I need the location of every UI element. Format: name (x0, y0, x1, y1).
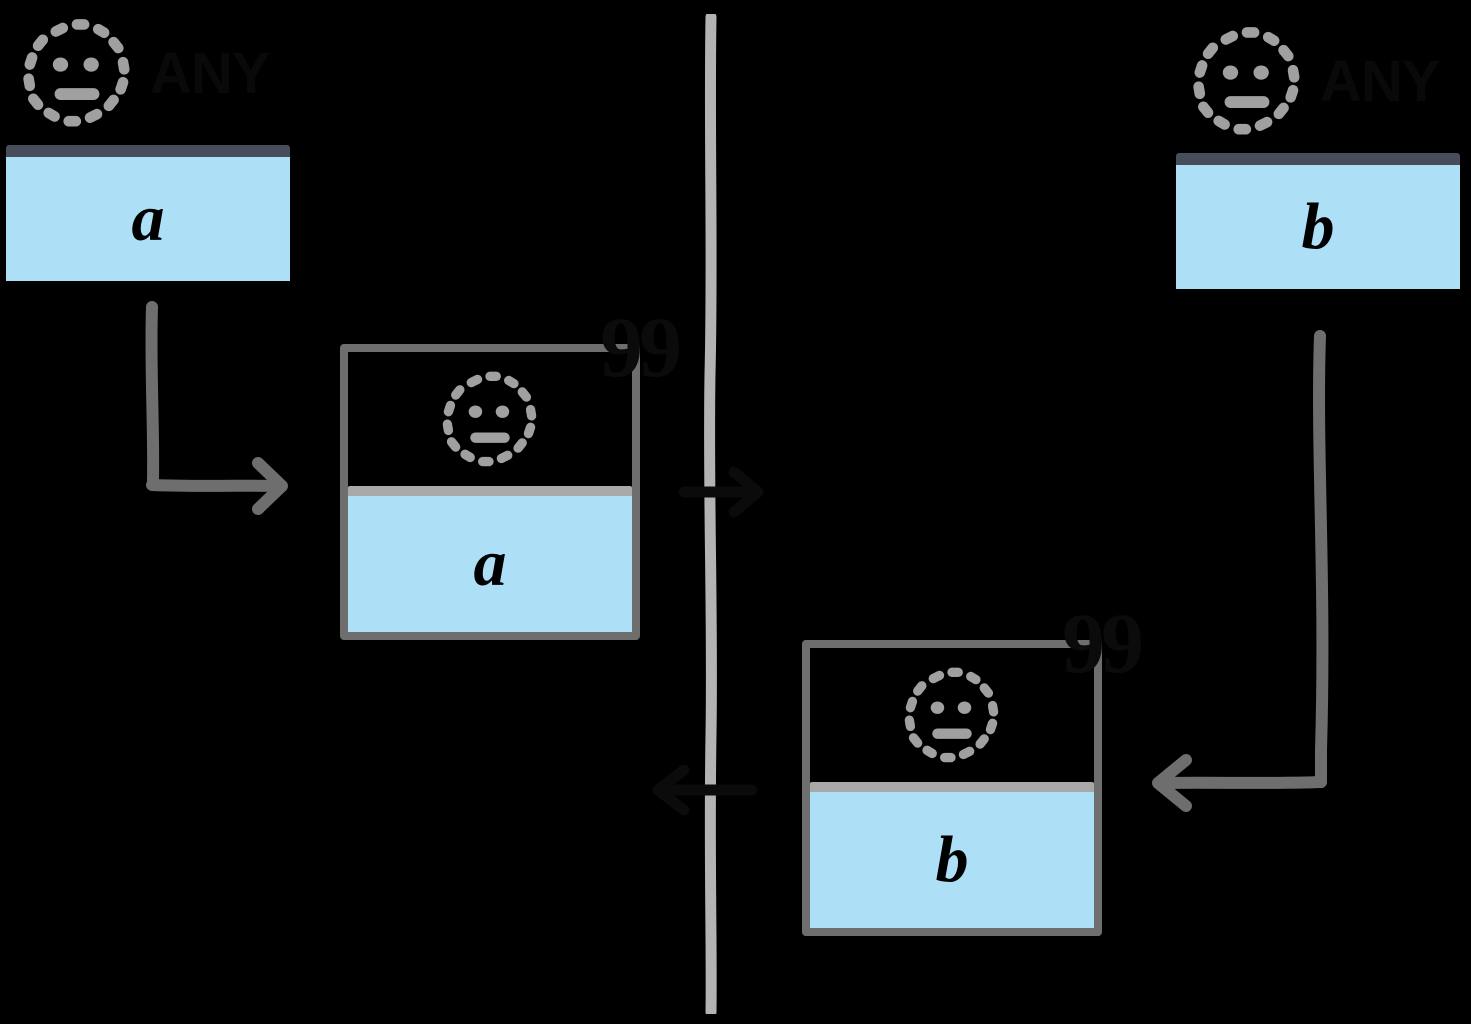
left-target-box-badge: 99 (600, 299, 682, 395)
left-source-card-separator (6, 145, 290, 159)
right-target-box-badge: 99 (1062, 595, 1144, 691)
left-target-box-value: a (473, 527, 507, 600)
right-source-card[interactable]: ANY b (1170, 8, 1466, 293)
left-target-box[interactable]: a 99 (340, 304, 682, 640)
right-target-box-separator (810, 782, 1094, 794)
cross-arrow-left (652, 764, 758, 816)
right-target-box[interactable]: b 99 (802, 600, 1144, 936)
right-target-box-value: b (935, 823, 969, 896)
dashed-face-icon (904, 667, 999, 763)
left-source-card-header: ANY (0, 0, 296, 148)
right-source-card-label: ANY (1320, 49, 1440, 114)
left-elbow-connector (145, 301, 288, 515)
left-target-box-body: a (348, 496, 632, 632)
right-target-box-body: b (810, 792, 1094, 928)
left-source-card-value: a (131, 182, 165, 255)
left-target-box-separator (348, 486, 632, 498)
dashed-face-icon (1193, 27, 1300, 135)
right-source-card-value: b (1301, 190, 1335, 263)
left-source-card[interactable]: ANY a (0, 0, 296, 285)
right-source-card-body: b (1176, 165, 1460, 289)
right-elbow-connector (1152, 330, 1329, 812)
right-target-box-header (810, 648, 1094, 784)
cross-arrow-right (678, 466, 764, 518)
dashed-face-icon (23, 19, 130, 127)
right-source-card-separator (1176, 153, 1460, 167)
left-source-card-body: a (6, 157, 290, 281)
left-target-box-header (348, 352, 632, 488)
dashed-face-icon (442, 371, 537, 467)
left-source-card-label: ANY (150, 41, 270, 106)
right-source-card-header: ANY (1170, 8, 1466, 156)
vertical-separator-line (704, 14, 717, 1014)
